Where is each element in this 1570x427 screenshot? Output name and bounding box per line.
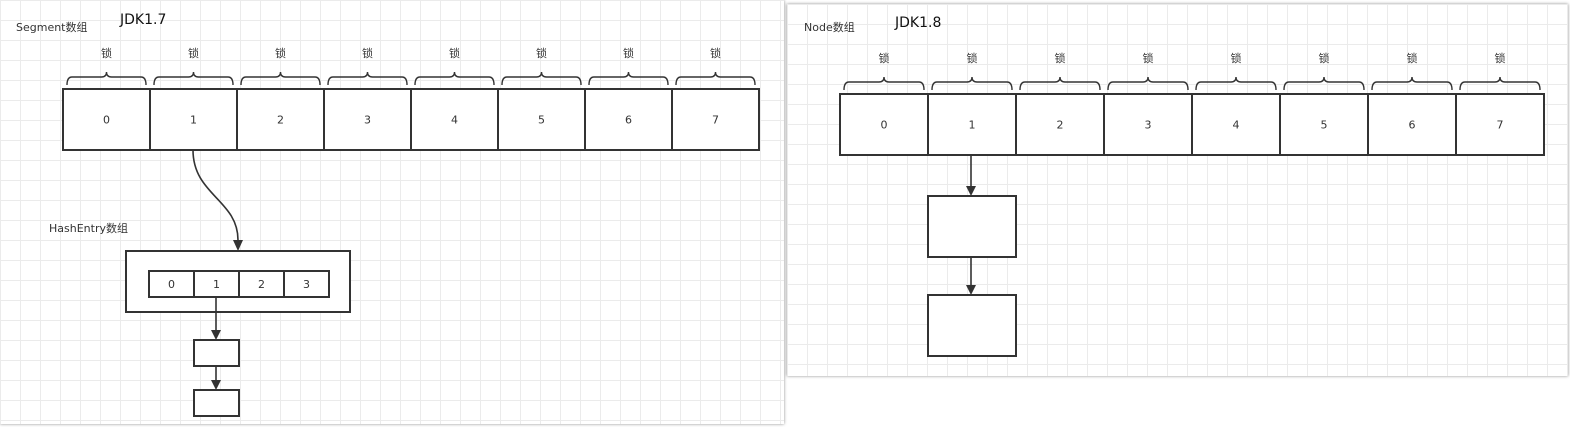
lock-brace: [1019, 76, 1101, 91]
linked-node-1: [193, 339, 240, 367]
segment-array: 0 1 2 3 4 5 6 7: [62, 88, 760, 151]
cell-index-label: 5: [538, 114, 545, 127]
lock-label: 锁: [1407, 51, 1418, 65]
cell-index-label: 0: [103, 114, 110, 127]
array-cell: [1015, 93, 1105, 156]
jdk18-panel: Node数组 JDK1.8 锁 锁 锁 锁 锁 锁 锁 锁 0 1 2 3 4 5 6 7: [787, 4, 1568, 376]
lock-brace: [66, 71, 147, 86]
cell-index-label: 4: [451, 114, 458, 127]
lock-brace: [1283, 76, 1365, 91]
lock-label: 锁: [188, 46, 199, 60]
array-cell: [410, 88, 499, 151]
lock-label: 锁: [449, 46, 460, 60]
lock-label: 锁: [710, 46, 721, 60]
arrowhead-icon: [966, 186, 976, 196]
lock-brace: [1107, 76, 1189, 91]
lock-brace: [501, 71, 582, 86]
array-cell: [497, 88, 586, 151]
array-cell: [149, 88, 238, 151]
hashentry-cell: [148, 270, 195, 298]
cell-index-label: 7: [712, 114, 719, 127]
linked-node-1: [927, 195, 1017, 258]
cell-index-label: 0: [881, 119, 888, 132]
cell-index-label: 1: [969, 119, 976, 132]
linked-node-2: [193, 389, 240, 417]
lock-brace: [1195, 76, 1277, 91]
jdk18-lock-braces: [843, 76, 1541, 91]
hashentry-index-label: 3: [303, 278, 310, 291]
array-cell: [927, 93, 1017, 156]
jdk18-diagram: Node数组 JDK1.8 锁 锁 锁 锁 锁 锁 锁 锁 0 1 2 3 4 5 6 7: [804, 15, 1545, 357]
lock-brace: [675, 71, 756, 86]
arrowhead-icon: [211, 380, 221, 390]
lock-label: 锁: [1319, 51, 1330, 65]
lock-label: 锁: [101, 46, 112, 60]
lock-label: 锁: [967, 51, 978, 65]
lock-label: 锁: [879, 51, 890, 65]
jdk18-version-label: JDK1.8: [894, 15, 941, 31]
lock-brace: [843, 76, 925, 91]
lock-label: 锁: [362, 46, 373, 60]
lock-brace: [1459, 76, 1541, 91]
hashentry-cell: [238, 270, 285, 298]
jdk17-lock-braces: [66, 71, 756, 86]
lock-brace: [588, 71, 669, 86]
hashentry-index-label: 1: [213, 278, 220, 291]
lock-label: 锁: [1143, 51, 1154, 65]
hashentry-index-label: 0: [168, 278, 175, 291]
lock-brace: [1371, 76, 1453, 91]
cell-index-label: 6: [1409, 119, 1416, 132]
lock-label: 锁: [1055, 51, 1066, 65]
lock-label: 锁: [1231, 51, 1242, 65]
cell-index-label: 1: [190, 114, 197, 127]
array-cell: [1455, 93, 1545, 156]
arrowhead-icon: [233, 240, 243, 251]
segment-array-label: Segment数组: [16, 20, 88, 34]
lock-label: 锁: [623, 46, 634, 60]
jdk17-lock-labels: 锁锁锁锁锁锁锁锁: [101, 46, 721, 60]
cell-index-label: 3: [364, 114, 371, 127]
cell-index-label: 6: [625, 114, 632, 127]
array-cell: [839, 93, 929, 156]
node-array-label: Node数组: [804, 20, 855, 34]
hashentry-cell: [283, 270, 330, 298]
lock-label: 锁: [536, 46, 547, 60]
cell-index-label: 2: [277, 114, 284, 127]
jdk17-version-label: JDK1.7: [119, 12, 166, 28]
array-cell: [584, 88, 673, 151]
lock-label: 锁: [1495, 51, 1506, 65]
jdk17-panel: Segment数组 JDK1.7 锁 锁 锁 锁 锁 锁 锁 锁 0 1 2 3 4 5 6 7 HashE…: [0, 0, 784, 424]
node-array: 0 1 2 3 4 5 6 7: [839, 93, 1545, 156]
cell-index-label: 5: [1321, 119, 1328, 132]
segment-to-hashentry-arrow: [192, 149, 239, 241]
lock-brace: [327, 71, 408, 86]
linked-node-2: [927, 294, 1017, 357]
hashentry-index-label: 2: [258, 278, 265, 291]
lock-brace: [153, 71, 234, 86]
arrowhead-icon: [966, 285, 976, 295]
lock-brace: [240, 71, 321, 86]
jdk18-lock-labels: 锁锁锁锁锁锁锁锁: [879, 51, 1506, 65]
cell-index-label: 3: [1145, 119, 1152, 132]
hashentry-array-label: HashEntry数组: [49, 221, 128, 235]
lock-brace: [414, 71, 495, 86]
arrowhead-icon: [211, 330, 221, 340]
jdk17-diagram: Segment数组 JDK1.7 锁 锁 锁 锁 锁 锁 锁 锁 0 1 2 3 4 5 6 7 HashE…: [16, 12, 760, 417]
cell-index-label: 2: [1057, 119, 1064, 132]
cell-index-label: 4: [1233, 119, 1240, 132]
array-cell: [671, 88, 760, 151]
array-cell: [62, 88, 151, 151]
cell-index-label: 7: [1497, 119, 1504, 132]
array-cell: [236, 88, 325, 151]
array-cell: [1103, 93, 1193, 156]
lock-brace: [931, 76, 1013, 91]
hashentry-array: 0 1 2 3: [148, 270, 330, 298]
array-cell: [1367, 93, 1457, 156]
lock-label: 锁: [275, 46, 286, 60]
